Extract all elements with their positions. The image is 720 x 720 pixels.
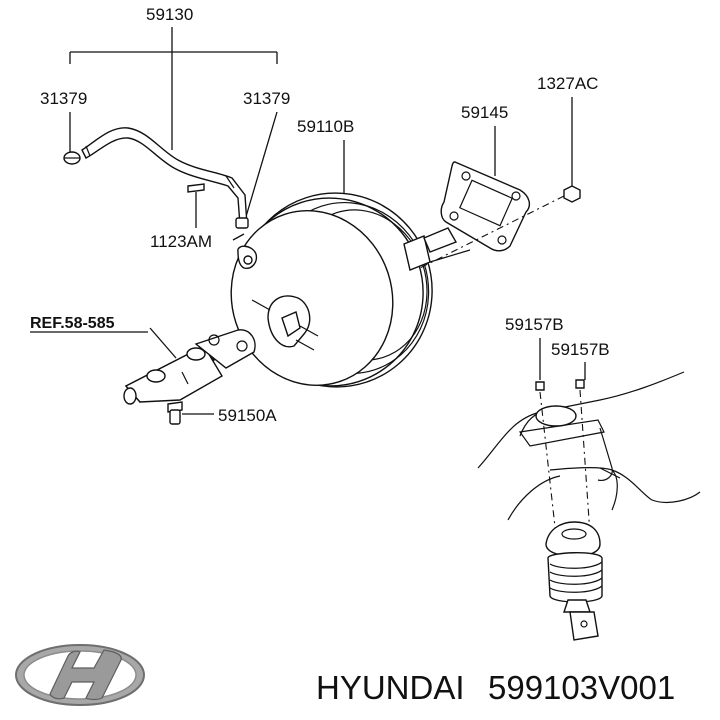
- hose-clamp-right: [235, 217, 249, 229]
- strut-bolt-a: [535, 381, 545, 391]
- brand-name: HYUNDAI: [316, 669, 465, 706]
- hose-clamp-left: [63, 151, 81, 165]
- label-31379-left: 31379: [40, 89, 87, 108]
- label-31379-right: 31379: [243, 89, 290, 108]
- label-59157B-a: 59157B: [505, 315, 564, 334]
- label-59110B: 59110B: [297, 117, 354, 136]
- pressure-sensor-59150A: [167, 401, 214, 425]
- callout-59130: 59130: [69, 5, 278, 150]
- hyundai-logo: [15, 644, 145, 706]
- part-number: 599103V001: [488, 669, 675, 706]
- label-1123AM: 1123AM: [150, 232, 212, 251]
- brake-booster: [230, 192, 471, 388]
- label-ref-58-585: REF.58-585: [30, 315, 115, 332]
- label-59150A: 59150A: [218, 406, 277, 425]
- bolt-1123AM: [187, 183, 205, 228]
- master-cylinder: [123, 329, 256, 405]
- strut-tower-body: [477, 371, 701, 521]
- gasket-59145: [440, 161, 531, 252]
- label-59145: 59145: [461, 103, 508, 122]
- nut-1327AC: [563, 185, 581, 203]
- label-59130: 59130: [146, 5, 193, 24]
- strut-bolt-b: [575, 379, 585, 389]
- coil-spring-strut: [545, 521, 603, 641]
- label-59157B-b: 59157B: [551, 340, 610, 359]
- vacuum-hose: [81, 127, 248, 226]
- label-1327AC: 1327AC: [537, 74, 598, 93]
